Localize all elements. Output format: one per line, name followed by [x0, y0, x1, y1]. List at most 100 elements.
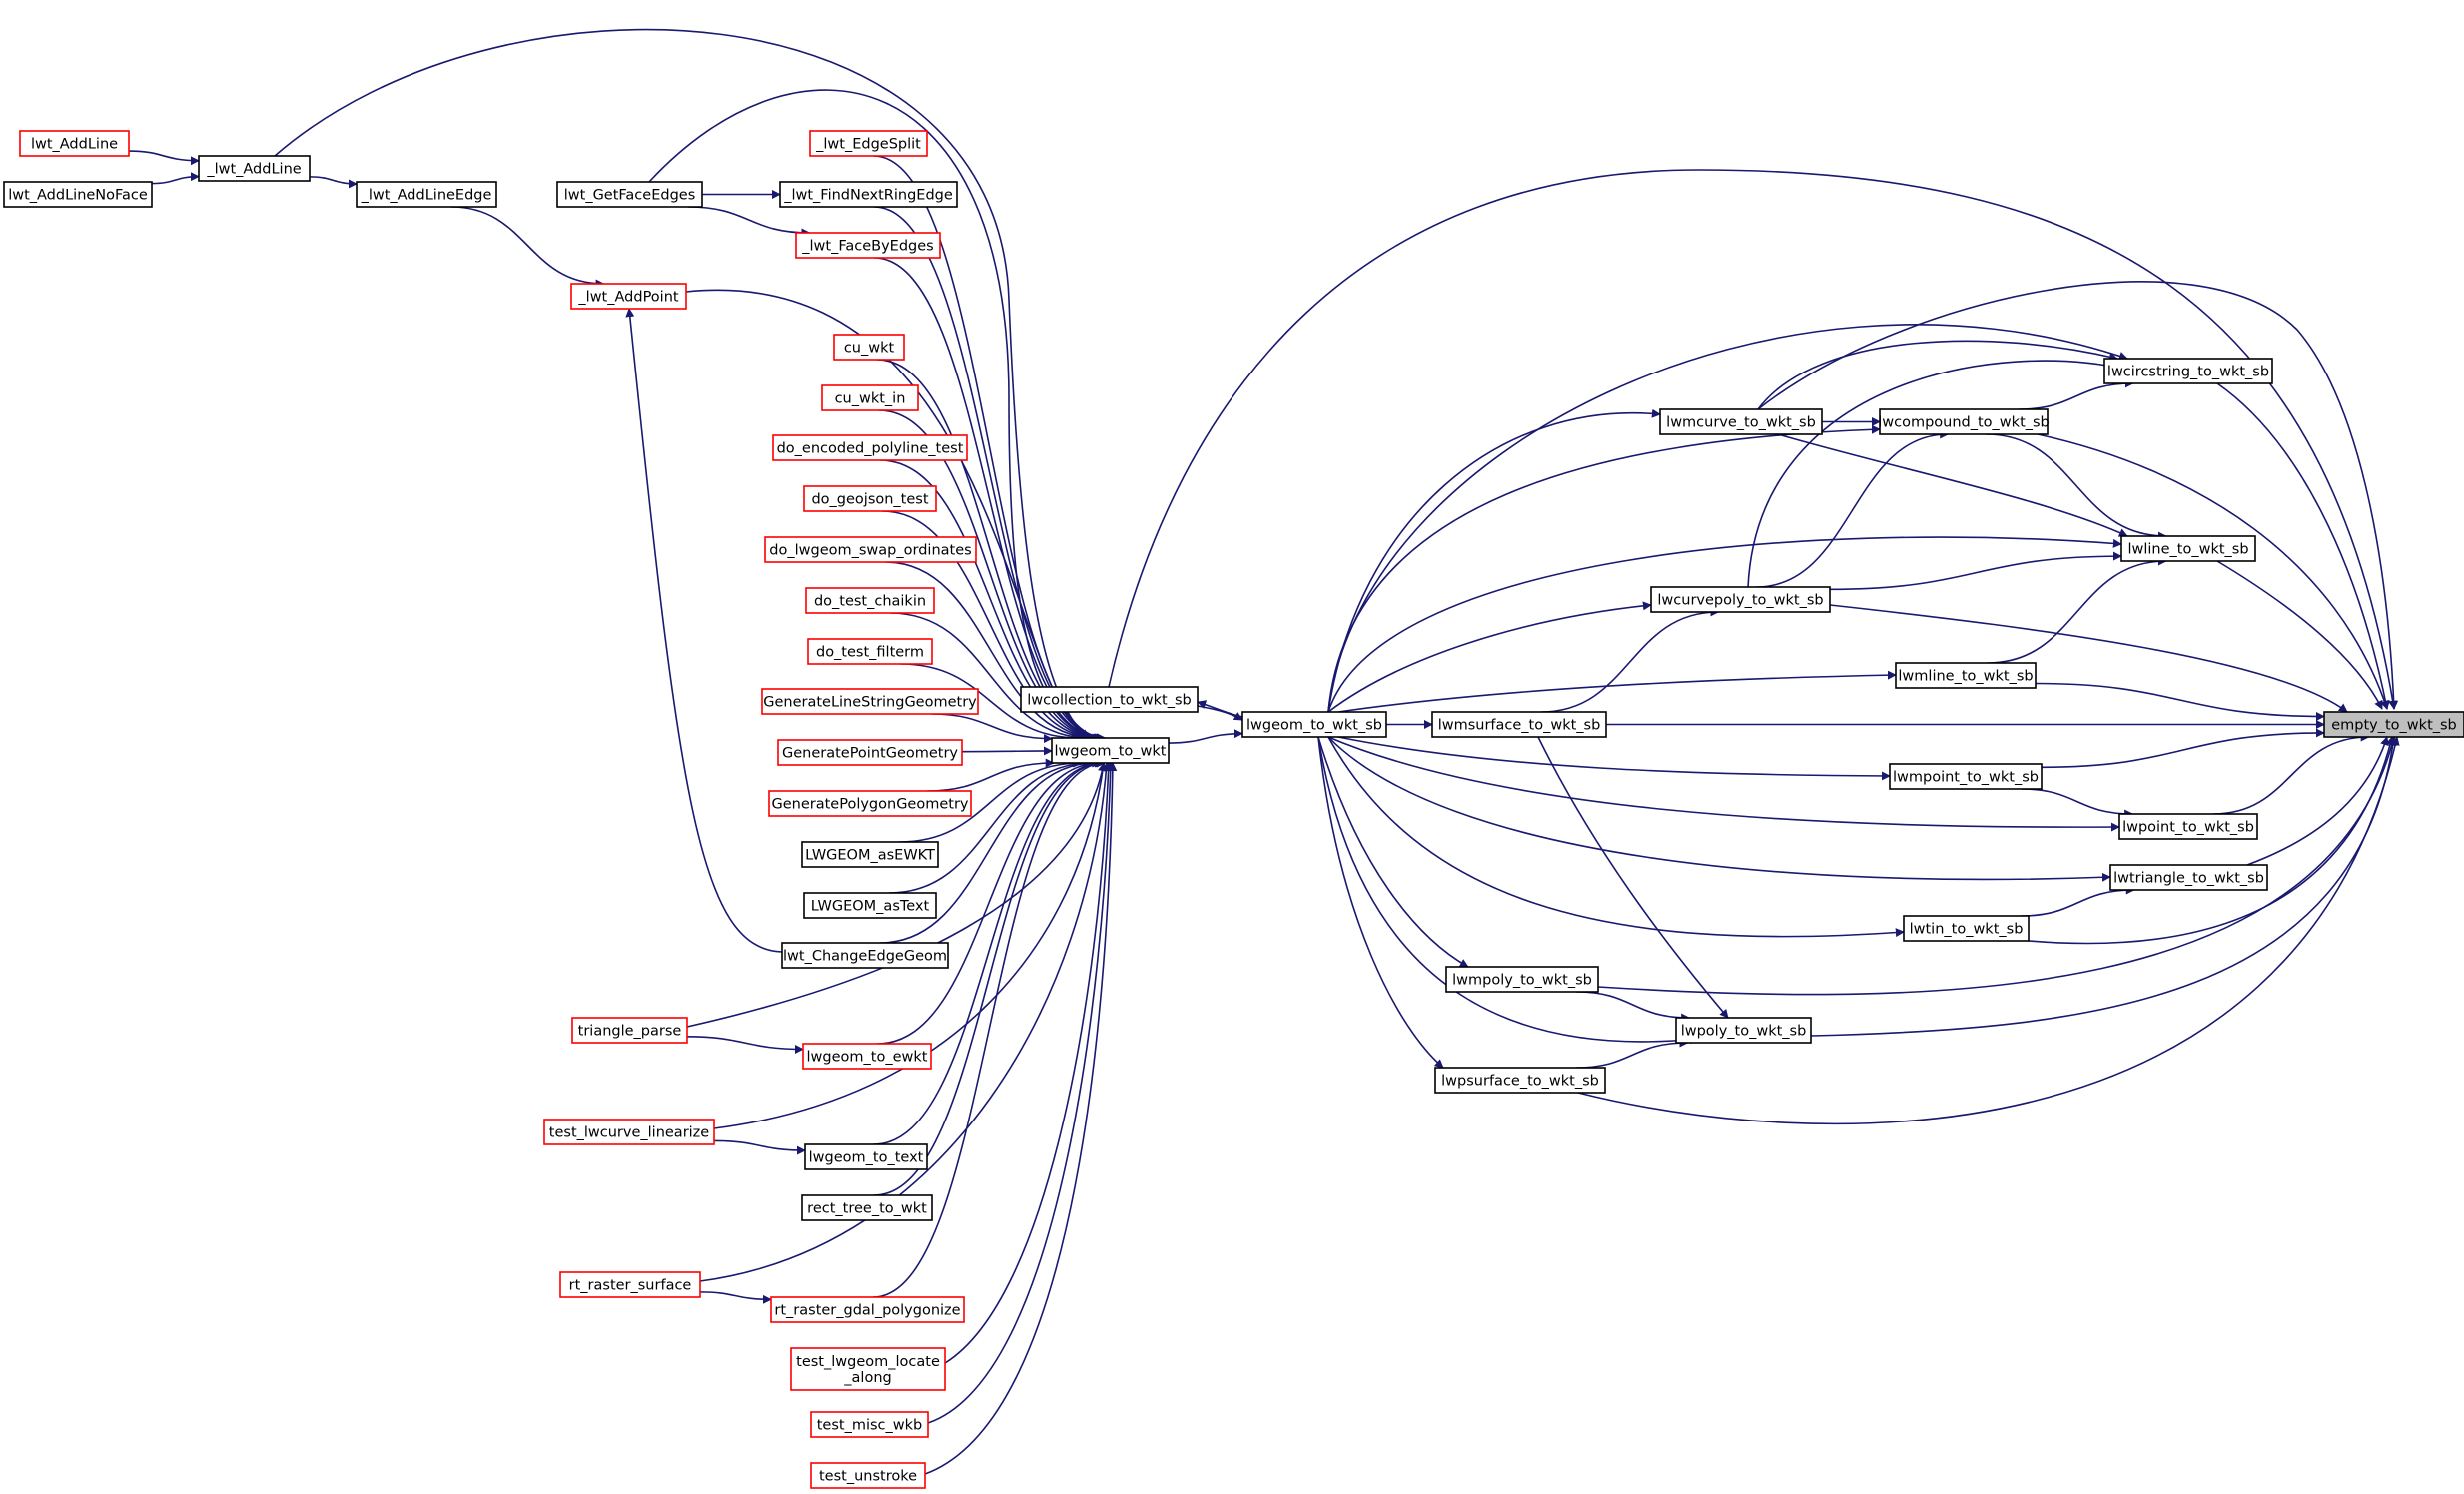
node-cu-wkt[interactable]: cu_wkt: [833, 334, 905, 361]
node-lwcompound-to-wkt-sb[interactable]: lwcompound_to_wkt_sb: [1878, 408, 2050, 435]
node-box[interactable]: [2103, 358, 2273, 384]
node-box[interactable]: [1675, 1017, 1812, 1044]
node-box[interactable]: [770, 1296, 965, 1323]
node-box[interactable]: [803, 892, 937, 919]
node-lwgeom-asewkt[interactable]: LWGEOM_asEWKT: [801, 841, 939, 868]
node--lwt-addline[interactable]: _lwt_AddLine: [198, 155, 311, 182]
node-box[interactable]: [803, 485, 937, 512]
node-lwcurvepoly-to-wkt-sb[interactable]: lwcurvepoly_to_wkt_sb: [1650, 586, 1831, 613]
node-cu-wkt-in[interactable]: cu_wkt_in: [821, 384, 919, 411]
node-box[interactable]: [764, 536, 977, 563]
node-box[interactable]: [1895, 662, 2037, 689]
node-test-unstroke[interactable]: test_unstroke: [810, 1462, 926, 1489]
node-test-misc-wkb[interactable]: test_misc_wkb: [810, 1411, 929, 1438]
node-box[interactable]: [777, 739, 963, 766]
node-lwpoint-to-wkt-sb[interactable]: lwpoint_to_wkt_sb: [2118, 813, 2258, 840]
node-box[interactable]: [356, 181, 497, 208]
node-box[interactable]: [1889, 763, 2043, 790]
node-box[interactable]: [570, 283, 687, 310]
node-rt-raster-gdal-polygonize[interactable]: rt_raster_gdal_polygonize: [770, 1296, 965, 1323]
node-box[interactable]: [543, 1119, 715, 1145]
node-lwgeom-to-wkt[interactable]: lwgeom_to_wkt: [1051, 737, 1170, 764]
node-generatelinestringgeometry[interactable]: GenerateLineStringGeometry: [761, 688, 979, 715]
node--lwt-addpoint[interactable]: _lwt_AddPoint: [570, 283, 687, 310]
node-generatepolygongeometry[interactable]: GeneratePolygonGeometry: [768, 790, 972, 817]
node--lwt-findnextringedge[interactable]: _lwt_FindNextRingEdge: [779, 181, 958, 208]
node-box[interactable]: [779, 181, 958, 208]
node-lwmpoly-to-wkt-sb[interactable]: lwmpoly_to_wkt_sb: [1445, 966, 1599, 993]
node-box[interactable]: [802, 1043, 932, 1070]
node-box[interactable]: [833, 334, 905, 361]
node--lwt-facebyedges[interactable]: _lwt_FaceByEdges: [795, 232, 941, 259]
node-lwtriangle-to-wkt-sb[interactable]: lwtriangle_to_wkt_sb: [2109, 864, 2268, 891]
node-rect-tree-to-wkt[interactable]: rect_tree_to_wkt: [801, 1194, 933, 1221]
node-box[interactable]: [1879, 408, 2049, 435]
node-test-lwcurve-linearize[interactable]: test_lwcurve_linearize: [543, 1119, 715, 1145]
node-generatepointgeometry[interactable]: GeneratePointGeometry: [777, 739, 963, 766]
node-box[interactable]: [810, 1411, 929, 1438]
node-box[interactable]: [809, 130, 928, 157]
node-box[interactable]: [807, 638, 933, 665]
node-lwt-getfaceedges[interactable]: lwt_GetFaceEdges: [556, 181, 703, 208]
node-box[interactable]: [1020, 686, 1199, 713]
node-box[interactable]: [556, 181, 703, 208]
node-box[interactable]: [1650, 586, 1831, 613]
node-box[interactable]: [19, 130, 130, 157]
node-lwcircstring-to-wkt-sb[interactable]: lwcircstring_to_wkt_sb: [2103, 358, 2273, 384]
node-lwline-to-wkt-sb[interactable]: lwline_to_wkt_sb: [2120, 535, 2256, 562]
node-box[interactable]: [761, 688, 979, 715]
node-box[interactable]: [1431, 711, 1607, 738]
node-box[interactable]: [821, 384, 919, 411]
node-box[interactable]: [559, 1271, 701, 1298]
node-box[interactable]: [1051, 737, 1170, 764]
node-box[interactable]: [1903, 915, 2030, 942]
node-lwgeom-to-text[interactable]: lwgeom_to_text: [804, 1143, 928, 1170]
node-box[interactable]: [2109, 864, 2268, 891]
node-box[interactable]: [1434, 1067, 1606, 1094]
node-lwgeom-to-ewkt[interactable]: lwgeom_to_ewkt: [802, 1043, 932, 1070]
node-box[interactable]: [571, 1017, 688, 1044]
node-empty-to-wkt-sb[interactable]: empty_to_wkt_sb: [2323, 711, 2464, 738]
node-box[interactable]: [804, 1143, 928, 1170]
node-do-geojson-test[interactable]: do_geojson_test: [803, 485, 937, 512]
node-lwcollection-to-wkt-sb[interactable]: lwcollection_to_wkt_sb: [1020, 686, 1199, 713]
node-box[interactable]: [801, 1194, 933, 1221]
node-do-encoded-polyline-test[interactable]: do_encoded_polyline_test: [772, 434, 968, 461]
node-triangle-parse[interactable]: triangle_parse: [571, 1017, 688, 1044]
node-lwt-addline[interactable]: lwt_AddLine: [19, 130, 130, 157]
node-lwpsurface-to-wkt-sb[interactable]: lwpsurface_to_wkt_sb: [1434, 1067, 1606, 1094]
node-box[interactable]: [1445, 966, 1599, 993]
node-box[interactable]: [1241, 711, 1387, 738]
node-box[interactable]: [795, 232, 941, 259]
node-lwgeom-to-wkt-sb[interactable]: lwgeom_to_wkt_sb: [1241, 711, 1387, 738]
node-box[interactable]: [198, 155, 311, 182]
node-lwmpoint-to-wkt-sb[interactable]: lwmpoint_to_wkt_sb: [1889, 763, 2043, 790]
node-rt-raster-surface[interactable]: rt_raster_surface: [559, 1271, 701, 1298]
node-box[interactable]: [2323, 711, 2464, 738]
node-box[interactable]: [790, 1347, 946, 1391]
node-box[interactable]: [2120, 535, 2256, 562]
node-lwmline-to-wkt-sb[interactable]: lwmline_to_wkt_sb: [1895, 662, 2037, 689]
node-lwt-changeedgegeom[interactable]: lwt_ChangeEdgeGeom: [781, 942, 949, 969]
node-lwpoly-to-wkt-sb[interactable]: lwpoly_to_wkt_sb: [1675, 1017, 1812, 1044]
node-box[interactable]: [2118, 813, 2258, 840]
node--lwt-edgesplit[interactable]: _lwt_EdgeSplit: [809, 130, 928, 157]
node-do-test-chaikin[interactable]: do_test_chaikin: [805, 587, 935, 614]
node-lwgeom-astext[interactable]: LWGEOM_asText: [803, 892, 937, 919]
node-box[interactable]: [768, 790, 972, 817]
node-lwt-addlinenoface[interactable]: lwt_AddLineNoFace: [3, 181, 153, 208]
node-do-lwgeom-swap-ordinates[interactable]: do_lwgeom_swap_ordinates: [764, 536, 977, 563]
node-box[interactable]: [810, 1462, 926, 1489]
node-box[interactable]: [772, 434, 968, 461]
node-lwmsurface-to-wkt-sb[interactable]: lwmsurface_to_wkt_sb: [1431, 711, 1607, 738]
node-box[interactable]: [781, 942, 949, 969]
node--lwt-addlineedge[interactable]: _lwt_AddLineEdge: [356, 181, 497, 208]
node-box[interactable]: [801, 841, 939, 868]
node-box[interactable]: [805, 587, 935, 614]
node-lwtin-to-wkt-sb[interactable]: lwtin_to_wkt_sb: [1903, 915, 2030, 942]
node-test-lwgeom-locate-along[interactable]: test_lwgeom_locate_along: [790, 1347, 946, 1391]
node-lwmcurve-to-wkt-sb[interactable]: lwmcurve_to_wkt_sb: [1659, 408, 1823, 435]
node-box[interactable]: [1659, 408, 1823, 435]
node-do-test-filterm[interactable]: do_test_filterm: [807, 638, 933, 665]
node-box[interactable]: [3, 181, 153, 208]
